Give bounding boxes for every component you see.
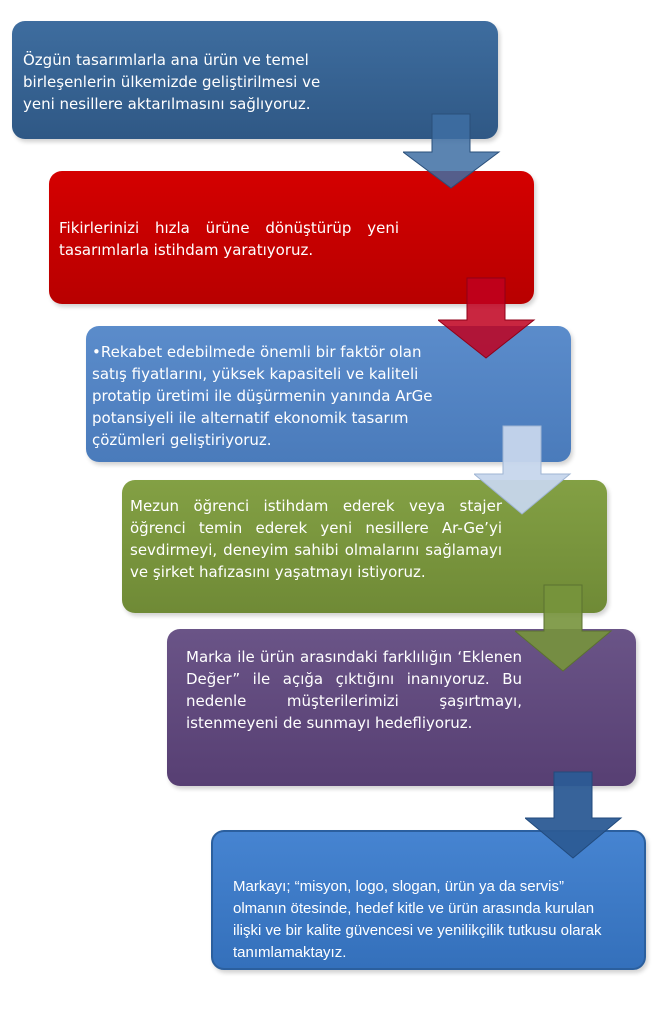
down-arrow-icon-5 bbox=[525, 771, 623, 859]
step-text-5: Marka ile ürün arasındaki farklılığın ‘E… bbox=[186, 648, 522, 732]
step-box-2: Fikirlerinizi hızla ürüne dönüştürüp yen… bbox=[49, 171, 534, 304]
step-text-3: •Rekabet edebilmede önemli bir faktör ol… bbox=[92, 343, 433, 449]
down-arrow-icon-3 bbox=[474, 425, 572, 515]
step-box-4: Mezun öğrenci istihdam ederek veya staje… bbox=[122, 480, 607, 613]
step-text-6: Markayı; “misyon, logo, slogan, ürün ya … bbox=[233, 878, 602, 961]
step-text-1: Özgün tasarımlarla ana ürün ve temel bir… bbox=[23, 51, 321, 113]
down-arrow-icon-2 bbox=[438, 277, 536, 359]
down-arrow-icon-4 bbox=[515, 584, 613, 672]
step-text-4: Mezun öğrenci istihdam ederek veya staje… bbox=[130, 497, 502, 581]
step-box-6: Markayı; “misyon, logo, slogan, ürün ya … bbox=[211, 830, 646, 970]
step-box-1: Özgün tasarımlarla ana ürün ve temel bir… bbox=[12, 21, 498, 139]
step-text-2: Fikirlerinizi hızla ürüne dönüştürüp yen… bbox=[59, 219, 399, 259]
down-arrow-icon-1 bbox=[403, 113, 501, 189]
